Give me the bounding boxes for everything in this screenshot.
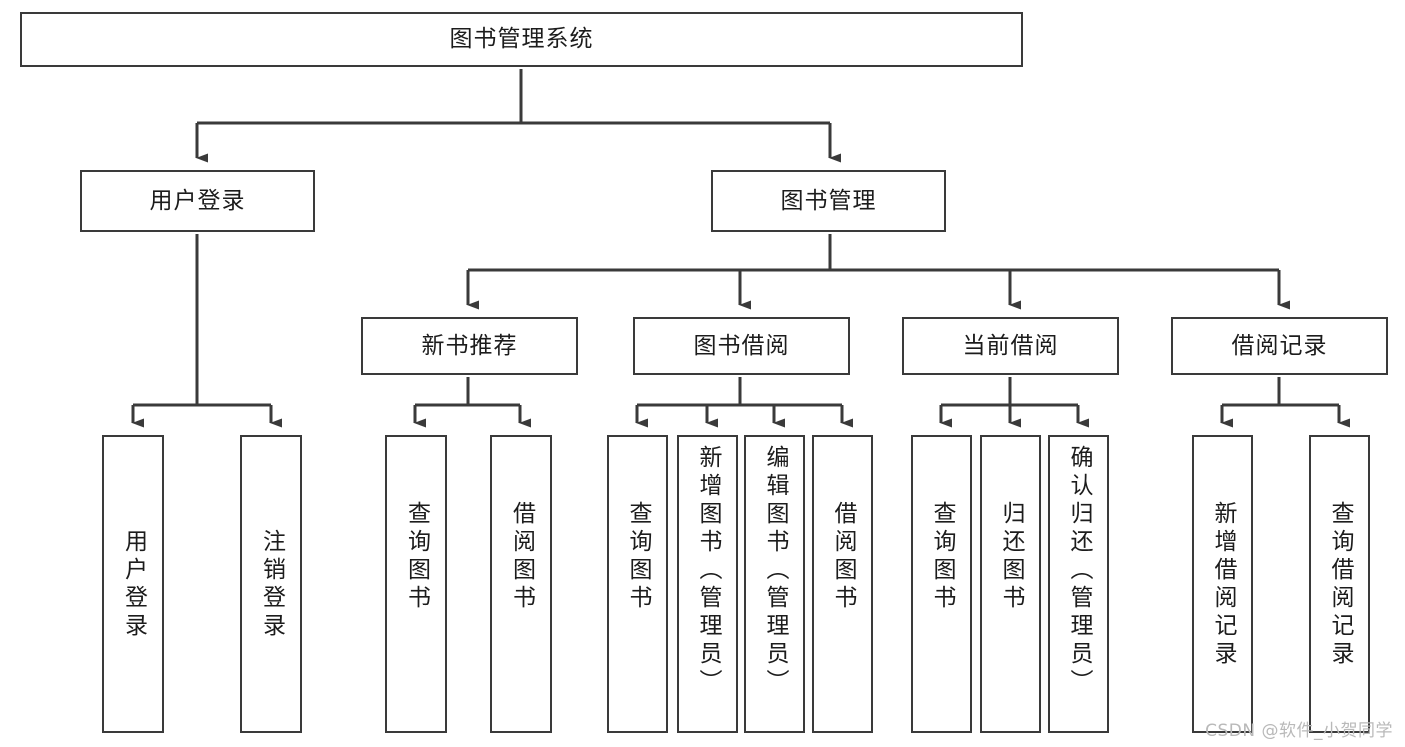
leaf-current-query-book[interactable]: 查询图书	[911, 435, 972, 733]
leaf-borrow-edit-book-admin[interactable]: 编辑图书（管理员）	[744, 435, 805, 733]
leaf-borrow-query-book[interactable]: 查询图书	[607, 435, 668, 733]
node-label: 借阅图书	[508, 501, 535, 613]
leaf-user-login-signout[interactable]: 注销登录	[240, 435, 302, 733]
node-borrow-records[interactable]: 借阅记录	[1171, 317, 1388, 375]
leaf-current-return-book[interactable]: 归还图书	[980, 435, 1041, 733]
node-current-borrow[interactable]: 当前借阅	[902, 317, 1119, 375]
node-label: 新书推荐	[421, 332, 518, 359]
node-label: 图书借阅	[693, 332, 790, 359]
leaf-current-confirm-return-admin[interactable]: 确认归还（管理员）	[1048, 435, 1109, 733]
node-label: 查询借阅记录	[1327, 501, 1353, 669]
node-root-system[interactable]: 图书管理系统	[20, 12, 1023, 67]
node-label: 查询图书	[403, 501, 430, 613]
node-label: 借阅记录	[1231, 332, 1328, 359]
node-label: 图书管理系统	[449, 26, 594, 53]
node-book-borrow[interactable]: 图书借阅	[633, 317, 850, 375]
leaf-records-query-record[interactable]: 查询借阅记录	[1309, 435, 1370, 733]
node-label: 注销登录	[258, 529, 285, 641]
leaf-borrow-borrow-book[interactable]: 借阅图书	[812, 435, 873, 733]
leaf-user-login-signin[interactable]: 用户登录	[102, 435, 164, 733]
node-label: 查询图书	[625, 501, 651, 613]
node-label: 借阅图书	[830, 501, 856, 613]
leaf-records-add-record[interactable]: 新增借阅记录	[1192, 435, 1253, 733]
node-user-login[interactable]: 用户登录	[80, 170, 315, 232]
node-label: 编辑图书（管理员）	[762, 445, 788, 697]
watermark-text: CSDN @软件_小贺同学	[1205, 721, 1393, 741]
node-label: 归还图书	[998, 501, 1024, 613]
node-new-book-recommend[interactable]: 新书推荐	[361, 317, 578, 375]
node-label: 查询图书	[929, 501, 955, 613]
node-label: 用户登录	[120, 529, 147, 641]
node-label: 图书管理	[780, 187, 877, 214]
node-label: 用户登录	[149, 187, 246, 214]
node-label: 新增借阅记录	[1210, 501, 1236, 669]
leaf-recommend-borrow-book[interactable]: 借阅图书	[490, 435, 552, 733]
node-label: 当前借阅	[962, 332, 1059, 359]
node-book-management[interactable]: 图书管理	[711, 170, 946, 232]
leaf-borrow-add-book-admin[interactable]: 新增图书（管理员）	[677, 435, 738, 733]
node-label: 新增图书（管理员）	[695, 445, 721, 697]
leaf-recommend-query-book[interactable]: 查询图书	[385, 435, 447, 733]
node-label: 确认归还（管理员）	[1066, 445, 1092, 697]
